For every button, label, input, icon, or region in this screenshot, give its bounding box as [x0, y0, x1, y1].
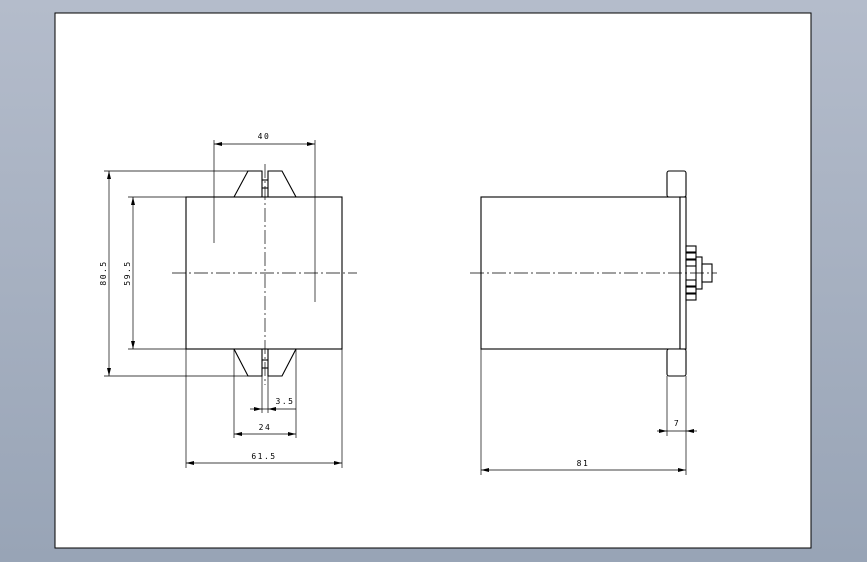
arrow — [107, 368, 111, 376]
side-view: 7 81 — [470, 170, 717, 475]
arrow — [686, 429, 694, 433]
front-view: 40 80.5 59.5 3.5 24 61.5 — [99, 132, 357, 468]
pin — [685, 286, 697, 294]
dim-clip-span-label: 24 — [259, 423, 272, 432]
arrow — [659, 429, 667, 433]
arrow — [131, 197, 135, 205]
dim-body-height-label: 59.5 — [123, 260, 132, 285]
pin — [685, 259, 697, 267]
dim-depth-label: 81 — [577, 459, 590, 468]
arrow — [214, 142, 222, 146]
arrow — [334, 461, 342, 465]
side-flange-top — [666, 170, 687, 198]
dim-slot-label: 3.5 — [276, 397, 295, 406]
arrow — [481, 468, 489, 472]
dim-flange-label: 7 — [674, 419, 680, 428]
dim-top-width-label: 40 — [258, 132, 271, 141]
arrow — [288, 432, 296, 436]
dim-body-width-label: 61.5 — [251, 452, 276, 461]
arrow — [234, 432, 242, 436]
pin — [685, 293, 697, 301]
pin — [685, 252, 697, 260]
arrow — [254, 407, 262, 411]
arrow — [268, 407, 276, 411]
pin — [685, 279, 697, 287]
pin — [685, 245, 697, 253]
arrow — [107, 171, 111, 179]
arrow — [131, 341, 135, 349]
arrow — [678, 468, 686, 472]
arrow — [186, 461, 194, 465]
side-flange-bottom — [666, 348, 687, 377]
arrow — [307, 142, 315, 146]
dim-outer-height-label: 80.5 — [99, 260, 108, 285]
